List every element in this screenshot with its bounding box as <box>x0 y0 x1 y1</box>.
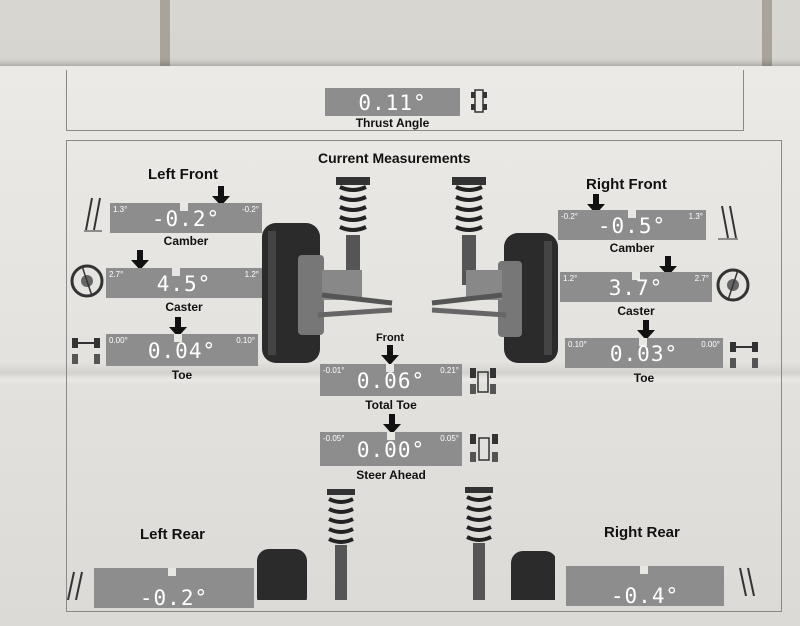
total-toe-gauge: -0.01° 0.21° 0.06° <box>320 364 462 396</box>
total-toe-max: 0.21° <box>440 366 459 375</box>
toe-min: 0.00° <box>109 336 128 345</box>
gauge-notch <box>628 210 636 218</box>
right-front-toe-gauge: 0.10° 0.00° 0.03° <box>565 338 723 368</box>
total-toe-car-icon <box>470 368 496 394</box>
right-rear-camber-gauge: -0.4° <box>566 566 724 608</box>
camber-max: 1.3° <box>688 212 703 221</box>
right-front-camber-value: -0.5° <box>597 214 667 239</box>
right-front-camber-label: Camber <box>609 241 655 255</box>
gauge-notch <box>174 334 182 342</box>
camber-wheel-icon <box>739 567 755 596</box>
camber-wheel-icon <box>67 571 83 600</box>
left-front-title: Left Front <box>148 166 218 183</box>
camber-min: -0.2° <box>561 212 578 221</box>
steer-ahead-min: -0.05° <box>323 434 345 443</box>
caster-wheel-icon <box>716 268 750 302</box>
steer-ahead-label: Steer Ahead <box>356 468 426 482</box>
toe-axle-icon <box>730 342 758 368</box>
gauge-notch <box>387 432 395 440</box>
total-toe-label: Total Toe <box>365 398 417 412</box>
thrust-angle-gauge: 0.11° <box>325 88 460 116</box>
steer-ahead-gauge: -0.05° 0.05° 0.00° <box>320 432 462 466</box>
steer-ahead-value: 0.00° <box>356 438 426 463</box>
tile-grout <box>762 0 772 90</box>
left-rear-title: Left Rear <box>140 526 206 543</box>
rear-suspension-illustration <box>257 487 555 600</box>
gauge-notch <box>168 568 176 576</box>
gauge-notch <box>172 268 180 276</box>
right-front-caster-value: 3.7° <box>608 276 664 301</box>
gauge-notch <box>386 364 394 372</box>
thrust-frame <box>66 70 744 131</box>
right-front-title: Right Front <box>586 176 667 193</box>
thrust-angle-value: 0.11° <box>358 91 427 116</box>
left-front-camber-value: -0.2° <box>151 207 221 232</box>
left-rear-camber-gauge: -0.2° <box>94 568 254 610</box>
camber-min: 1.3° <box>113 205 128 214</box>
thrust-angle-label: Thrust Angle <box>355 116 430 130</box>
total-toe-value: 0.06° <box>356 369 426 394</box>
section-title: Current Measurements <box>318 150 471 166</box>
front-label: Front <box>375 332 405 344</box>
caster-min: 1.2° <box>563 274 578 283</box>
toe-min: 0.10° <box>568 340 587 349</box>
gauge-notch <box>639 338 647 346</box>
left-front-camber-gauge: 1.3° -0.2° -0.2° <box>110 203 262 233</box>
thrust-car-icon <box>471 89 487 113</box>
right-front-caster-label: Caster <box>617 304 655 318</box>
right-rear-camber-value: -0.4° <box>610 583 680 608</box>
toe-max: 0.00° <box>701 340 720 349</box>
gauge-notch <box>632 272 640 280</box>
caster-max: 2.7° <box>694 274 709 283</box>
right-front-toe-label: Toe <box>633 371 655 385</box>
right-front-camber-gauge: -0.2° 1.3° -0.5° <box>558 210 706 240</box>
gauge-notch <box>180 203 188 211</box>
caster-max: 1.2° <box>244 270 259 279</box>
caster-wheel-icon <box>70 264 104 298</box>
total-toe-min: -0.01° <box>323 366 345 375</box>
camber-wheel-icon <box>84 197 102 232</box>
toe-axle-icon <box>72 338 100 364</box>
steer-ahead-max: 0.05° <box>440 434 459 443</box>
right-rear-title: Right Rear <box>604 524 680 541</box>
left-front-toe-gauge: 0.00° 0.10° 0.04° <box>106 334 258 366</box>
left-front-caster-label: Caster <box>165 300 203 314</box>
camber-max: -0.2° <box>242 205 259 214</box>
right-front-caster-gauge: 1.2° 2.7° 3.7° <box>560 272 712 302</box>
left-front-toe-label: Toe <box>171 368 193 382</box>
toe-max: 0.10° <box>236 336 255 345</box>
left-front-caster-gauge: 2.7° 1.2° 4.5° <box>106 268 262 298</box>
left-rear-camber-value: -0.2° <box>139 585 209 610</box>
caster-min: 2.7° <box>109 270 124 279</box>
steer-ahead-car-icon <box>470 434 498 462</box>
left-front-toe-value: 0.04° <box>147 339 217 364</box>
left-front-camber-label: Camber <box>163 234 209 248</box>
right-front-toe-value: 0.03° <box>609 342 679 367</box>
gauge-notch <box>640 566 648 574</box>
camber-wheel-icon <box>718 205 738 240</box>
tile-grout <box>160 0 170 90</box>
front-suspension-illustration <box>262 177 558 363</box>
left-front-caster-value: 4.5° <box>156 272 212 297</box>
